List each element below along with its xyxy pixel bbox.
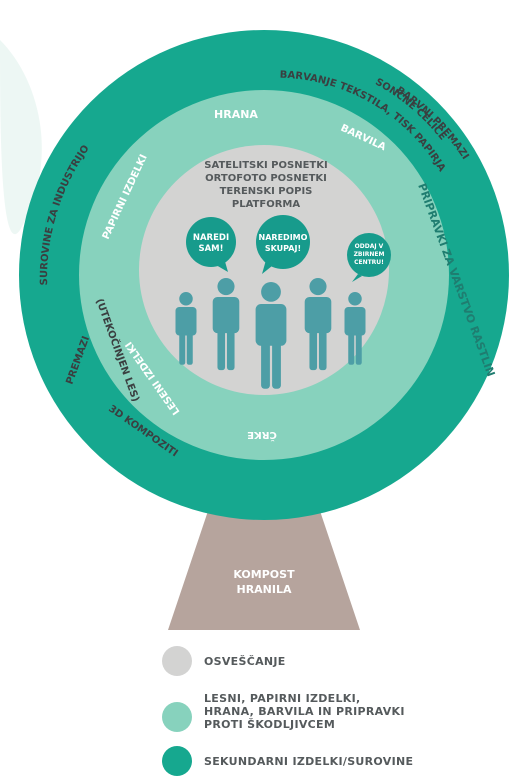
legend-item-products: LESNI, PAPIRNI IZDELKI, HRANA, BARVILA I… <box>162 688 522 734</box>
inner-line-3: TERENSKI POPIS <box>220 186 313 197</box>
circular-diagram: KOMPOST HRANILA BARVNI PREMAZI SONČNE CE… <box>0 30 509 630</box>
bubble-right: ODDAJ V ZBIRNEM CENTRU! <box>347 233 391 282</box>
leaf-decoration <box>0 40 42 235</box>
base-label-1: KOMPOST <box>233 568 295 581</box>
bubble-right-line-3: CENTRU! <box>354 259 384 266</box>
inner-line-2: ORTOFOTO POSNETKI <box>205 173 327 184</box>
bubble-right-line-2: ZBIRNEM <box>354 251 385 258</box>
inner-line-4: PLATFORMA <box>232 199 300 210</box>
person-figure <box>212 278 240 371</box>
bubble-center-line-1: NAREDIMO <box>259 233 308 242</box>
inner-line-1: SATELITSKI POSNETKI <box>204 160 327 171</box>
legend-swatch-grey <box>162 646 192 676</box>
legend: OSVEŠČANJE LESNI, PAPIRNI IZDELKI, HRANA… <box>162 646 522 776</box>
legend-label-awareness: OSVEŠČANJE <box>204 655 286 668</box>
person-figure <box>344 292 366 365</box>
bubble-left: NAREDI SAM! <box>186 217 236 272</box>
legend-item-awareness: OSVEŠČANJE <box>162 646 522 676</box>
person-figure <box>304 278 332 371</box>
people-group <box>175 278 366 389</box>
pedestal-base <box>168 505 360 630</box>
legend-swatch-light-green <box>162 702 192 732</box>
legend-label-secondary: SEKUNDARNI IZDELKI/SUROVINE <box>204 755 414 768</box>
mid-label-bottom: ČRKE <box>247 429 277 442</box>
bubble-left-line-2: SAM! <box>198 244 223 254</box>
bubble-left-line-1: NAREDI <box>193 233 229 243</box>
legend-label-products: LESNI, PAPIRNI IZDELKI, HRANA, BARVILA I… <box>204 692 405 731</box>
mid-label-top: HRANA <box>214 108 258 121</box>
legend-item-secondary: SEKUNDARNI IZDELKI/SUROVINE <box>162 746 522 776</box>
bubble-center: NAREDIMO SKUPAJ! <box>256 215 310 274</box>
person-figure <box>255 282 287 389</box>
bubble-right-line-1: ODDAJ V <box>355 243 384 250</box>
bubble-center-line-2: SKUPAJ! <box>265 244 301 253</box>
legend-swatch-green <box>162 746 192 776</box>
person-figure <box>175 292 197 365</box>
base-label-2: HRANILA <box>236 583 291 596</box>
